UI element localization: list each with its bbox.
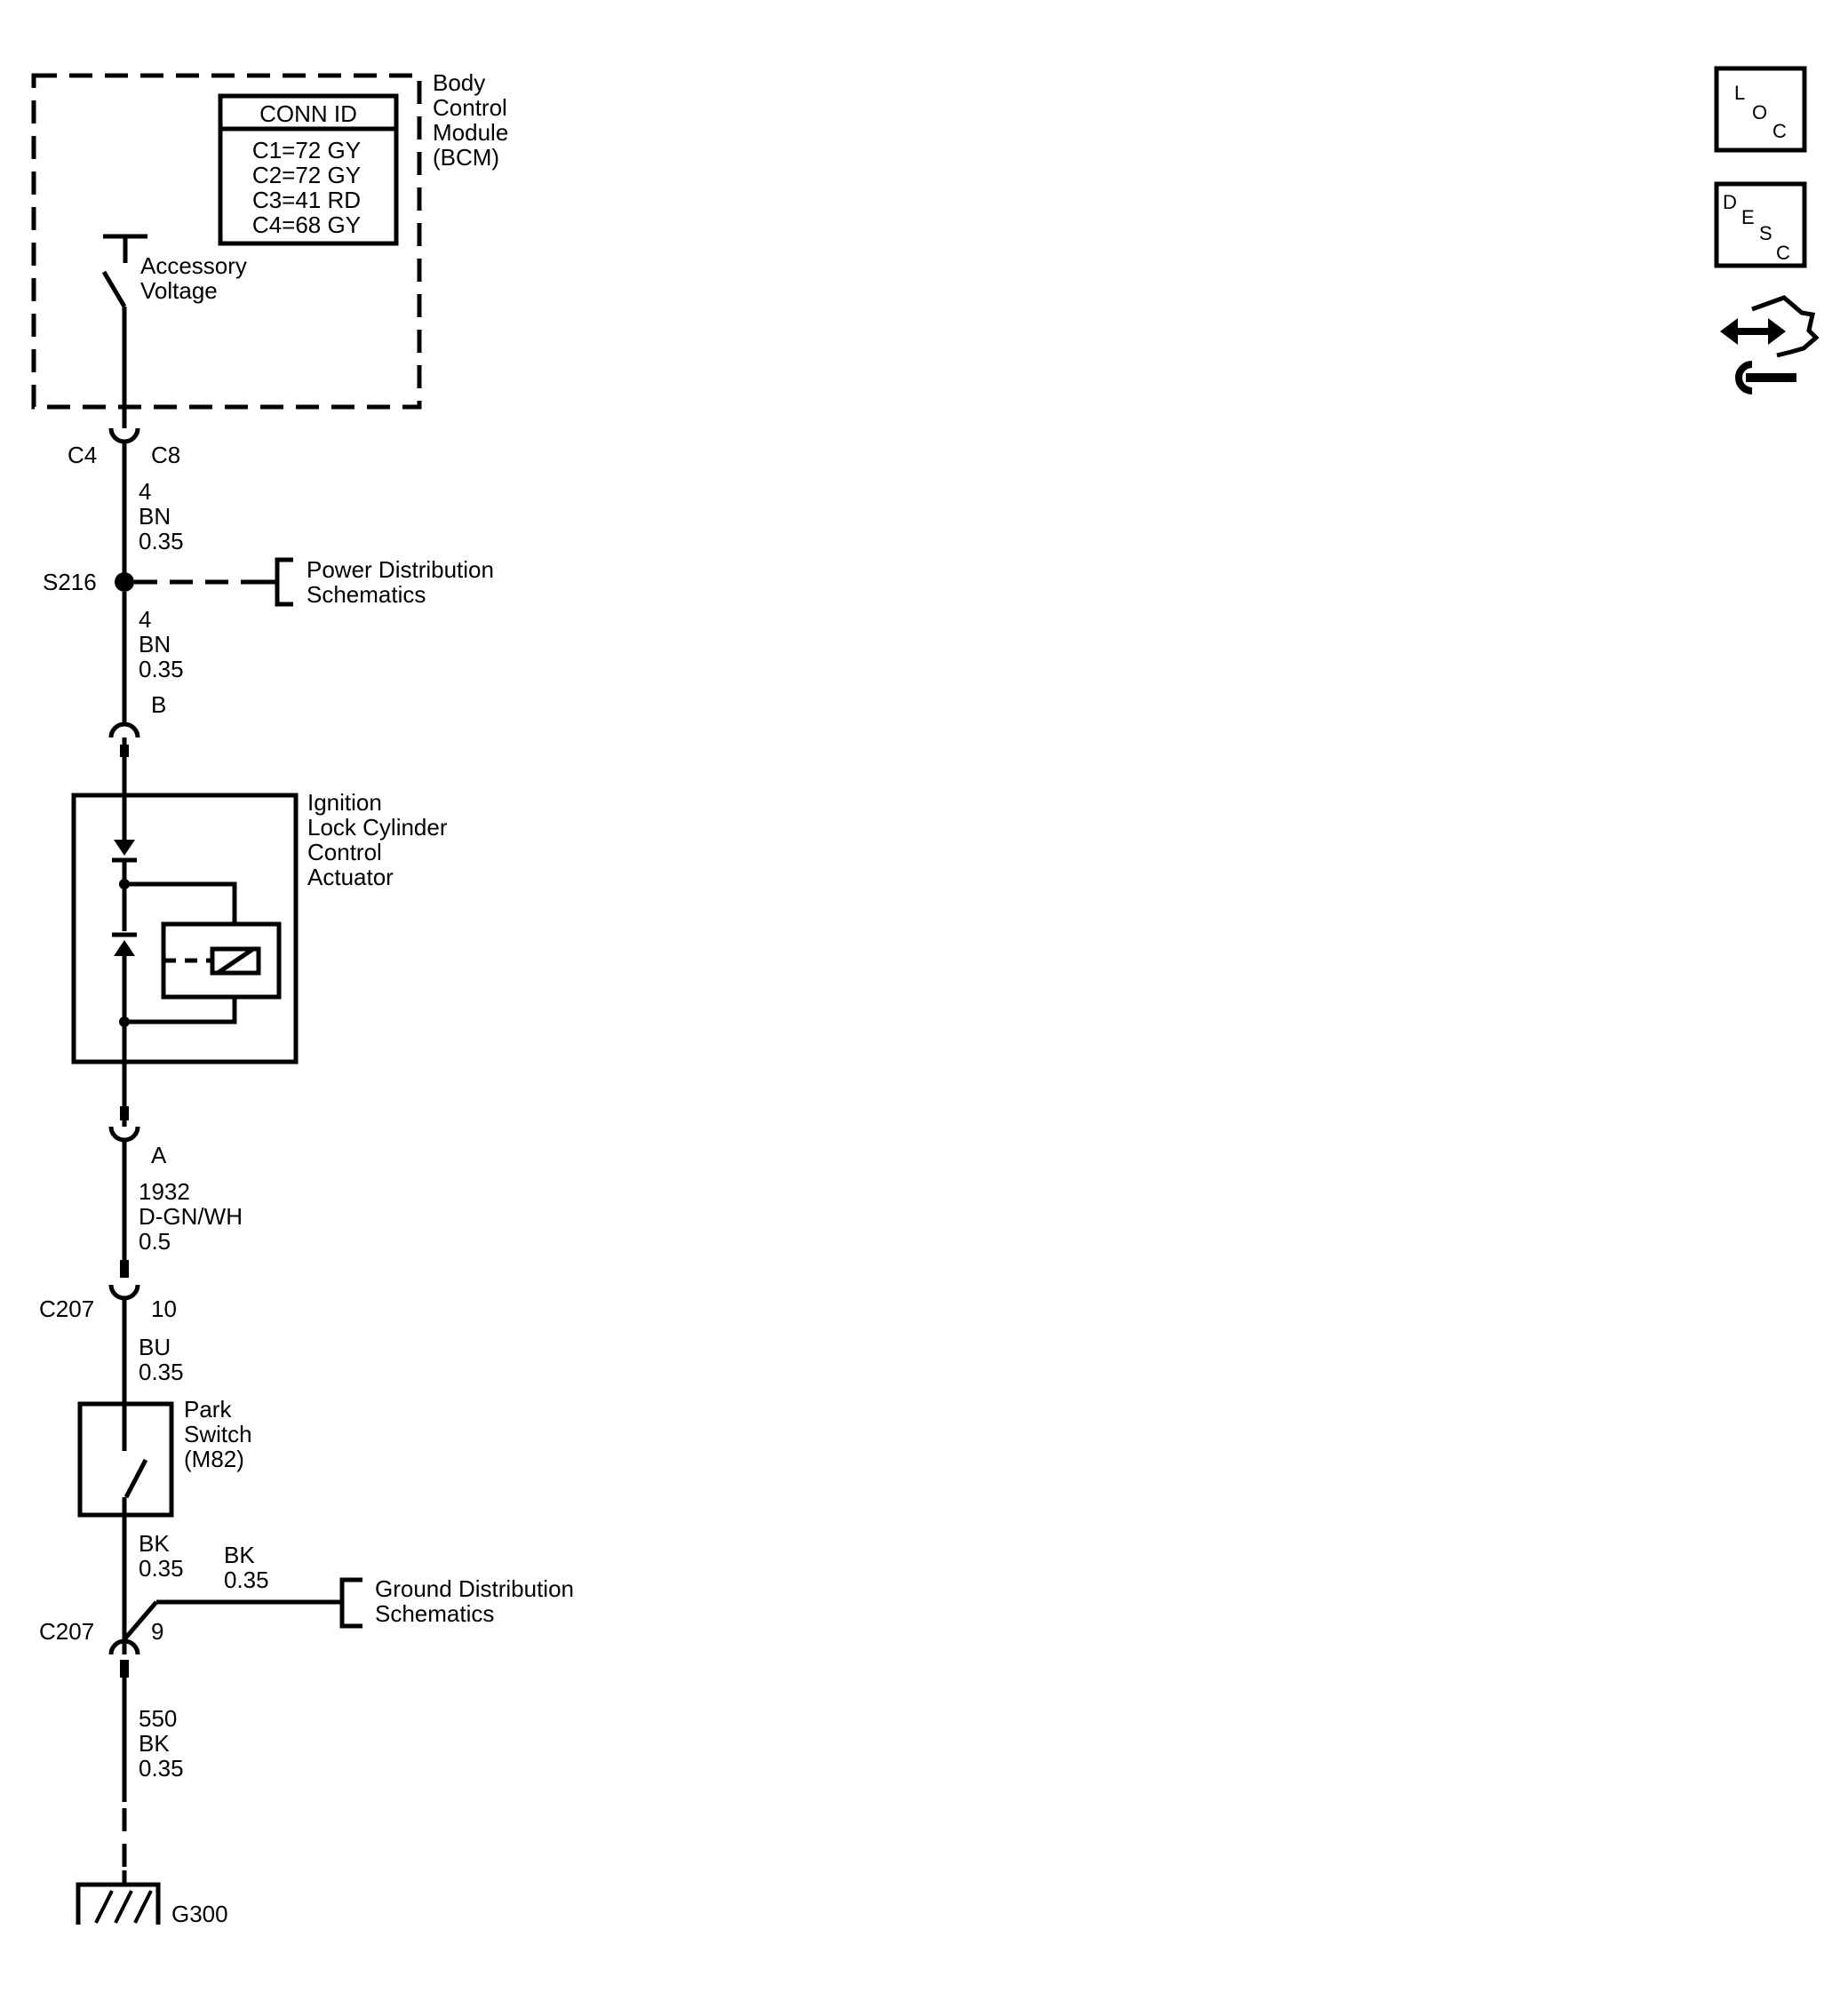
wire-2-label: 4 BN 0.35 [139,606,184,682]
conn-id-table: CONN ID C1=72 GY C2=72 GY C3=41 RD C4=68… [218,93,399,246]
svg-text:0.35: 0.35 [139,656,184,682]
ground-distribution-ref-line2: Schematics [375,1600,494,1627]
wire-5-label: BK 0.35 [139,1530,184,1582]
svg-text:C: C [1772,120,1787,142]
connector-c207-pin10: C207 10 [39,1260,177,1404]
accessory-voltage-switch: Accessory Voltage [101,234,247,409]
park-switch-name-line3: (M82) [184,1446,244,1472]
ground-id-label: G300 [171,1901,228,1927]
svg-text:BU: BU [139,1334,171,1360]
svg-text:BK: BK [224,1542,255,1568]
accessory-voltage-label-line2: Voltage [140,277,218,304]
splice-s216: S216 Power Distribution Schematics [43,556,494,608]
park-switch: Park Switch (M82) [77,1396,252,1639]
wire-5-branch-label: BK 0.35 [224,1542,269,1593]
svg-text:0.35: 0.35 [139,1555,184,1582]
svg-text:BN: BN [139,631,171,658]
connector-top-right-label: C8 [151,442,180,468]
bcm-name-line4: (BCM) [433,144,499,171]
conn-id-row4: C4=68 GY [252,211,361,238]
svg-text:D: D [1723,191,1737,213]
svg-text:O: O [1752,101,1767,124]
bcm-name-line3: Module [433,119,508,146]
svg-text:BK: BK [139,1730,170,1757]
ground-distribution-ref-line1: Ground Distribution [375,1575,574,1602]
bcm-name-line2: Control [433,94,507,121]
svg-text:550: 550 [139,1705,177,1732]
svg-text:0.35: 0.35 [139,1755,184,1782]
description-icon[interactable]: D E S C [1714,181,1807,268]
connector-c207a-pin: 10 [151,1295,177,1322]
conn-id-row2: C2=72 GY [252,162,361,188]
svg-text:4: 4 [139,478,151,505]
connector-c207b-id: C207 [39,1618,94,1645]
bcm-module: Body Control Module (BCM) CONN ID C1=72 … [31,69,508,410]
connector-top-left-label: C4 [68,442,97,468]
actuator-name-line1: Ignition [307,789,382,816]
conn-id-header: CONN ID [259,100,357,127]
actuator-name-line3: Control [307,839,382,865]
svg-text:L: L [1734,82,1745,104]
connector-c207b-pin: 9 [151,1618,163,1645]
actuator-name-line2: Lock Cylinder [307,814,448,841]
svg-text:0.35: 0.35 [224,1566,269,1593]
svg-text:0.5: 0.5 [139,1228,171,1255]
svg-text:E: E [1741,206,1755,228]
power-distribution-ref-line2: Schematics [307,581,426,608]
svg-text:0.35: 0.35 [139,1359,184,1385]
svg-text:BN: BN [139,503,171,530]
connector-c4-c8: C4 C8 [68,409,180,582]
conn-id-row1: C1=72 GY [252,137,361,163]
park-switch-name-line2: Switch [184,1421,252,1447]
svg-text:0.35: 0.35 [139,528,184,554]
conn-id-row3: C3=41 RD [252,187,361,213]
ground-g300: G300 [76,1808,228,1927]
svg-text:1932: 1932 [139,1178,190,1205]
ignition-lock-actuator: B Ignition Lock Cylinder Control Actuato… [71,691,448,1168]
bcm-name-line1: Body [433,69,485,96]
splice-id-label: S216 [43,569,97,595]
park-switch-name-line1: Park [184,1396,232,1423]
connector-c207a-id: C207 [39,1295,94,1322]
svg-text:S: S [1759,222,1772,244]
power-distribution-ref-line1: Power Distribution [307,556,494,583]
wire-4-label: BU 0.35 [139,1334,184,1385]
svg-text:BK: BK [139,1530,170,1557]
wire-3-label: 1932 D-GN/WH 0.5 [139,1178,243,1255]
ground-distribution-branch: Ground Distribution Schematics [123,1575,574,1641]
wire-6-label: 550 BK 0.35 [139,1705,184,1782]
accessory-voltage-label-line1: Accessory [140,252,247,279]
connector-c207-pin9: C207 9 [39,1618,163,1678]
svg-text:C: C [1776,242,1790,264]
actuator-name-line4: Actuator [307,864,394,890]
actuator-pin-b-label: B [151,691,166,718]
wire-1-label: 4 BN 0.35 [139,478,184,554]
actuator-pin-a-label: A [151,1142,167,1168]
connector-repair-icon[interactable] [1720,295,1820,395]
svg-text:4: 4 [139,606,151,633]
svg-text:D-GN/WH: D-GN/WH [139,1203,243,1230]
location-icon[interactable]: L O C [1714,66,1807,153]
